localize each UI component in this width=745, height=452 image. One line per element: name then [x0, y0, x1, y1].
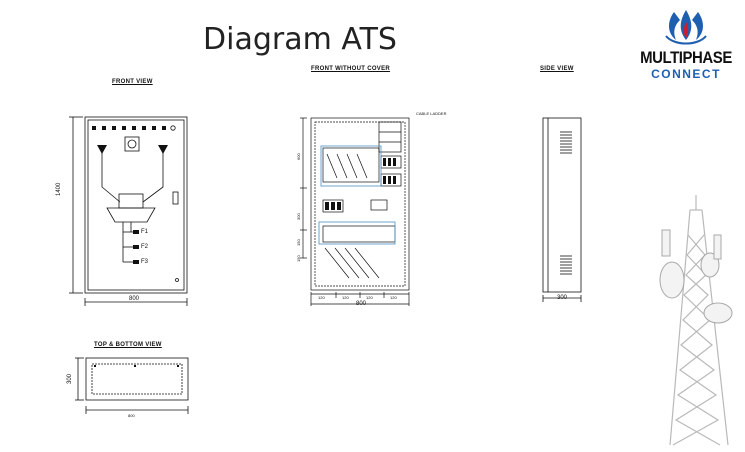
front-view-drawing: [69, 116, 188, 306]
cable-ladder-label: CABLE LADDER: [416, 111, 447, 116]
multiphase-connect-logo: MULTIPHASE CONNECT: [636, 6, 736, 86]
side-view-label: SIDE VIEW: [540, 66, 574, 72]
fwc-bottom-dim-2: 120: [342, 295, 349, 300]
fwc-bottom-dim-3: 120: [366, 295, 373, 300]
top-bottom-view-label: TOP & BOTTOM VIEW: [94, 342, 162, 348]
fwc-bottom-dim-4: 120: [390, 295, 397, 300]
front-without-cover-drawing: [300, 117, 410, 306]
fwc-side-dim-4: 150: [296, 255, 301, 262]
flame-icon: [665, 10, 707, 45]
logo-text-connect: CONNECT: [651, 67, 721, 81]
front-without-cover-label: FRONT WITHOUT COVER: [311, 66, 391, 72]
front-width-dim: 800: [129, 296, 140, 302]
top-depth-dim: 300: [67, 373, 73, 384]
feeder-label-f3: F3: [141, 259, 149, 265]
fwc-width-dim: 800: [356, 301, 367, 307]
front-height-dim: 1400: [56, 182, 62, 196]
feeder-label-f2: F2: [141, 244, 149, 250]
front-view-label: FRONT VIEW: [112, 79, 153, 85]
feeder-label-f1: F1: [141, 229, 149, 235]
side-view-drawing: [542, 117, 582, 302]
logo-text-multiphase: MULTIPHASE: [640, 48, 732, 67]
fwc-side-dim-2: 300: [296, 213, 301, 220]
telecom-tower-illustration: [659, 195, 733, 446]
page-title: Diagram ATS: [203, 22, 397, 57]
fwc-side-dim-3: 150: [296, 239, 301, 246]
top-width-dim: 800: [128, 413, 135, 418]
side-depth-dim: 300: [557, 295, 568, 301]
fwc-bottom-dim-1: 120: [318, 295, 325, 300]
fwc-side-dim-1: 600: [296, 153, 301, 160]
top-bottom-view-drawing: [75, 357, 189, 414]
